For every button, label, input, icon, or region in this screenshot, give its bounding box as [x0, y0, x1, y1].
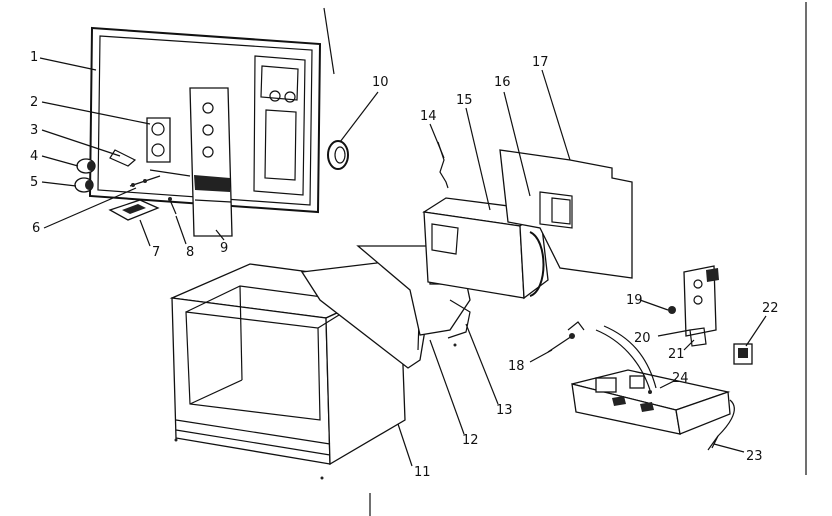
label-24: 24: [672, 371, 689, 386]
part-bracket-clip: [689, 327, 707, 347]
label-21: 21: [668, 347, 685, 362]
part-knob-lower: [74, 177, 94, 193]
part-control-panel-plate: [146, 117, 171, 163]
part-spring: [437, 141, 449, 189]
label-6: 6: [32, 221, 40, 236]
label-3: 3: [30, 123, 38, 138]
part-chassis: [571, 325, 731, 435]
label-17: 17: [532, 55, 549, 70]
label-1: 1: [30, 50, 38, 65]
label-5: 5: [30, 175, 38, 190]
part-connector: [733, 343, 753, 365]
label-18: 18: [508, 359, 525, 374]
label-12: 12: [462, 433, 479, 448]
label-22: 22: [762, 301, 779, 316]
label-11: 11: [414, 465, 431, 480]
part-side-bracket: [683, 265, 719, 337]
part-screws: [129, 169, 191, 187]
label-9: 9: [220, 241, 228, 256]
label-10: 10: [372, 75, 389, 90]
part-number-labels: 1 2 3 4 5 6 7 8 9 10 11 12 13 14 15 16 1…: [30, 50, 779, 480]
leader-lines: [39, 57, 767, 467]
part-small-screw: [168, 197, 177, 215]
label-8: 8: [186, 245, 194, 260]
part-tube-bracket: [447, 299, 471, 347]
label-23: 23: [746, 449, 763, 464]
label-13: 13: [496, 403, 513, 418]
part-control-board: [189, 87, 233, 237]
part-bracket-screw: [668, 306, 676, 314]
part-mounting-bracket: [108, 199, 160, 221]
label-16: 16: [494, 75, 511, 90]
part-knob-upper: [76, 158, 96, 174]
label-14: 14: [420, 109, 437, 124]
part-chassis-screw: [547, 321, 585, 353]
label-19: 19: [626, 293, 643, 308]
part-power-cord: [707, 399, 735, 451]
label-2: 2: [30, 95, 38, 110]
part-front-bezel: [88, 26, 322, 214]
part-main-board: [499, 149, 633, 279]
part-ring-clip: [327, 140, 349, 170]
part-small-bracket: [109, 149, 137, 167]
label-20: 20: [634, 331, 651, 346]
label-7: 7: [152, 245, 160, 260]
label-15: 15: [456, 93, 473, 108]
label-4: 4: [30, 149, 38, 164]
margin-marks: [323, 2, 807, 516]
